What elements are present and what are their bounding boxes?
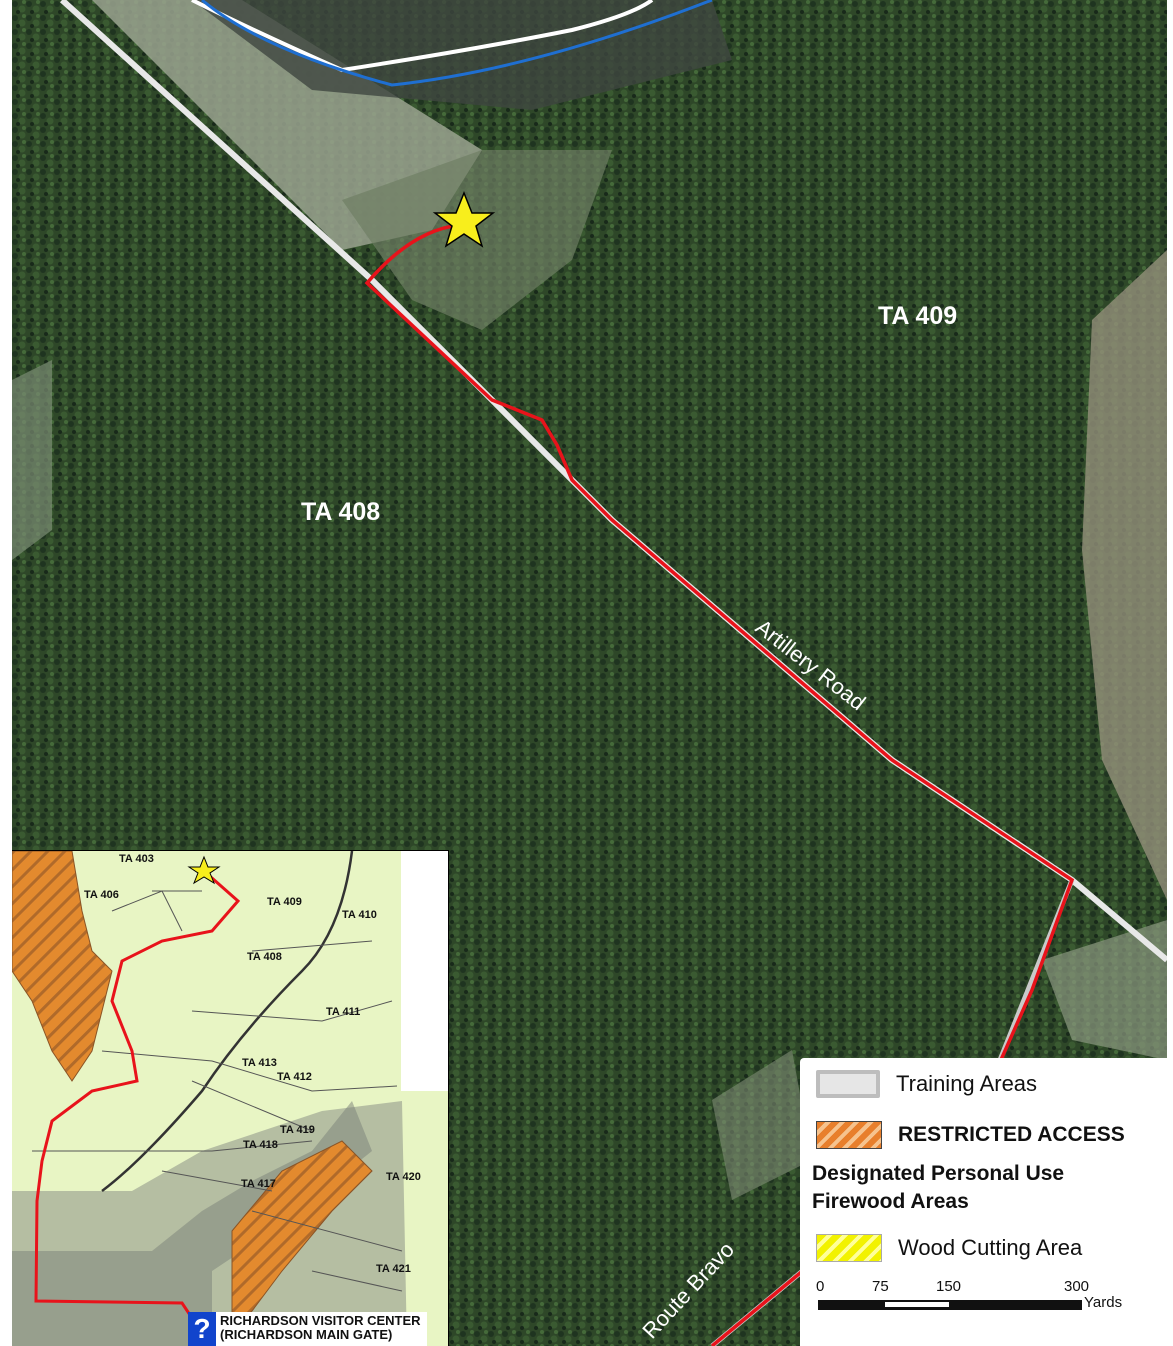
legend-restricted-label: RESTRICTED ACCESS	[898, 1123, 1125, 1146]
scale-bar-line	[818, 1300, 1082, 1310]
inset-ta-label: TA 410	[342, 909, 377, 921]
scale-tick-label: 0	[816, 1278, 825, 1295]
inset-map-canvas[interactable]: TA 403 TA 406 TA 409 TA 410 TA 408 TA 41…	[12, 851, 448, 1346]
boundary-line	[191, 0, 654, 73]
route-line	[364, 223, 1075, 1346]
inset-ta-label: TA 408	[247, 951, 282, 963]
legend-row-training: Training Areas	[816, 1070, 1037, 1098]
scale-tick-label: 150	[936, 1278, 962, 1295]
legend-row-wood: Wood Cutting Area	[816, 1234, 1082, 1262]
map-legend: Training Areas RESTRICTED ACCESS Designa…	[800, 1058, 1173, 1346]
inset-route-line	[34, 869, 241, 1346]
inset-ta-label: TA 417	[241, 1178, 276, 1190]
legend-firewood-heading: Designated Personal Use Firewood Areas	[812, 1162, 1064, 1214]
inset-ta-label: TA 412	[277, 1071, 312, 1083]
visitor-center-line1: RICHARDSON VISITOR CENTER	[220, 1313, 421, 1328]
restricted-access-swatch	[816, 1121, 882, 1149]
wood-cutting-swatch	[816, 1234, 882, 1262]
inset-ta-label: TA 409	[267, 896, 302, 908]
legend-training-label: Training Areas	[896, 1071, 1038, 1096]
inset-map[interactable]: TA 403 TA 406 TA 409 TA 410 TA 408 TA 41…	[12, 850, 449, 1346]
inset-ta-label: TA 406	[84, 889, 119, 901]
inset-ta-label: TA 421	[376, 1263, 411, 1275]
aerial-map[interactable]: TA 409 TA 408 Artillery Road Route Bravo…	[12, 0, 1167, 1346]
inset-ta-label: TA 418	[243, 1139, 278, 1151]
legend-firewood-line1: Designated Personal Use	[812, 1162, 1065, 1185]
legend-firewood-line2: Firewood Areas	[812, 1190, 969, 1213]
scale-tick-label: 75	[872, 1278, 889, 1295]
clearing-east	[1082, 250, 1167, 900]
scale-unit-label: Yards	[1084, 1294, 1123, 1311]
ta-label: TA 409	[878, 302, 957, 330]
inset-highway	[101, 851, 354, 1192]
clearing-southeast	[1042, 920, 1167, 1060]
inset-ta-label: TA 411	[326, 1006, 360, 1018]
inset-ta-label: TA 403	[119, 853, 154, 865]
visitor-center-line2: (RICHARDSON MAIN GATE)	[220, 1327, 393, 1342]
scale-bar: 0 75 150 300 Yards	[816, 1278, 1156, 1338]
river-line	[201, 0, 713, 87]
visitor-center-label: RICHARDSON VISITOR CENTER (RICHARDSON MA…	[216, 1312, 427, 1346]
restricted-area	[12, 851, 113, 1082]
visitor-center-marker[interactable]: ? RICHARDSON VISITOR CENTER (RICHARDSON …	[188, 1312, 427, 1346]
clearing-west	[12, 360, 52, 560]
ta-label: TA 408	[301, 498, 380, 526]
scale-bar-segment	[885, 1302, 949, 1307]
scale-tick-label: 300	[1064, 1278, 1090, 1295]
legend-row-restricted: RESTRICTED ACCESS	[816, 1121, 1125, 1149]
clearing-south	[712, 1050, 812, 1200]
inset-white-area	[401, 851, 448, 1091]
inset-ta-label: TA 413	[242, 1057, 277, 1069]
training-area-swatch	[816, 1070, 880, 1098]
star-icon[interactable]	[187, 855, 221, 885]
inset-ta-label: TA 420	[386, 1171, 421, 1183]
inset-ta-label: TA 419	[280, 1124, 315, 1136]
legend-wood-label: Wood Cutting Area	[898, 1235, 1083, 1260]
river-valley	[192, 0, 732, 110]
inset-ta-boundaries	[32, 890, 403, 1292]
inset-cantonment	[12, 1101, 372, 1346]
star-icon[interactable]	[432, 190, 496, 248]
question-mark-icon[interactable]: ?	[188, 1312, 216, 1346]
